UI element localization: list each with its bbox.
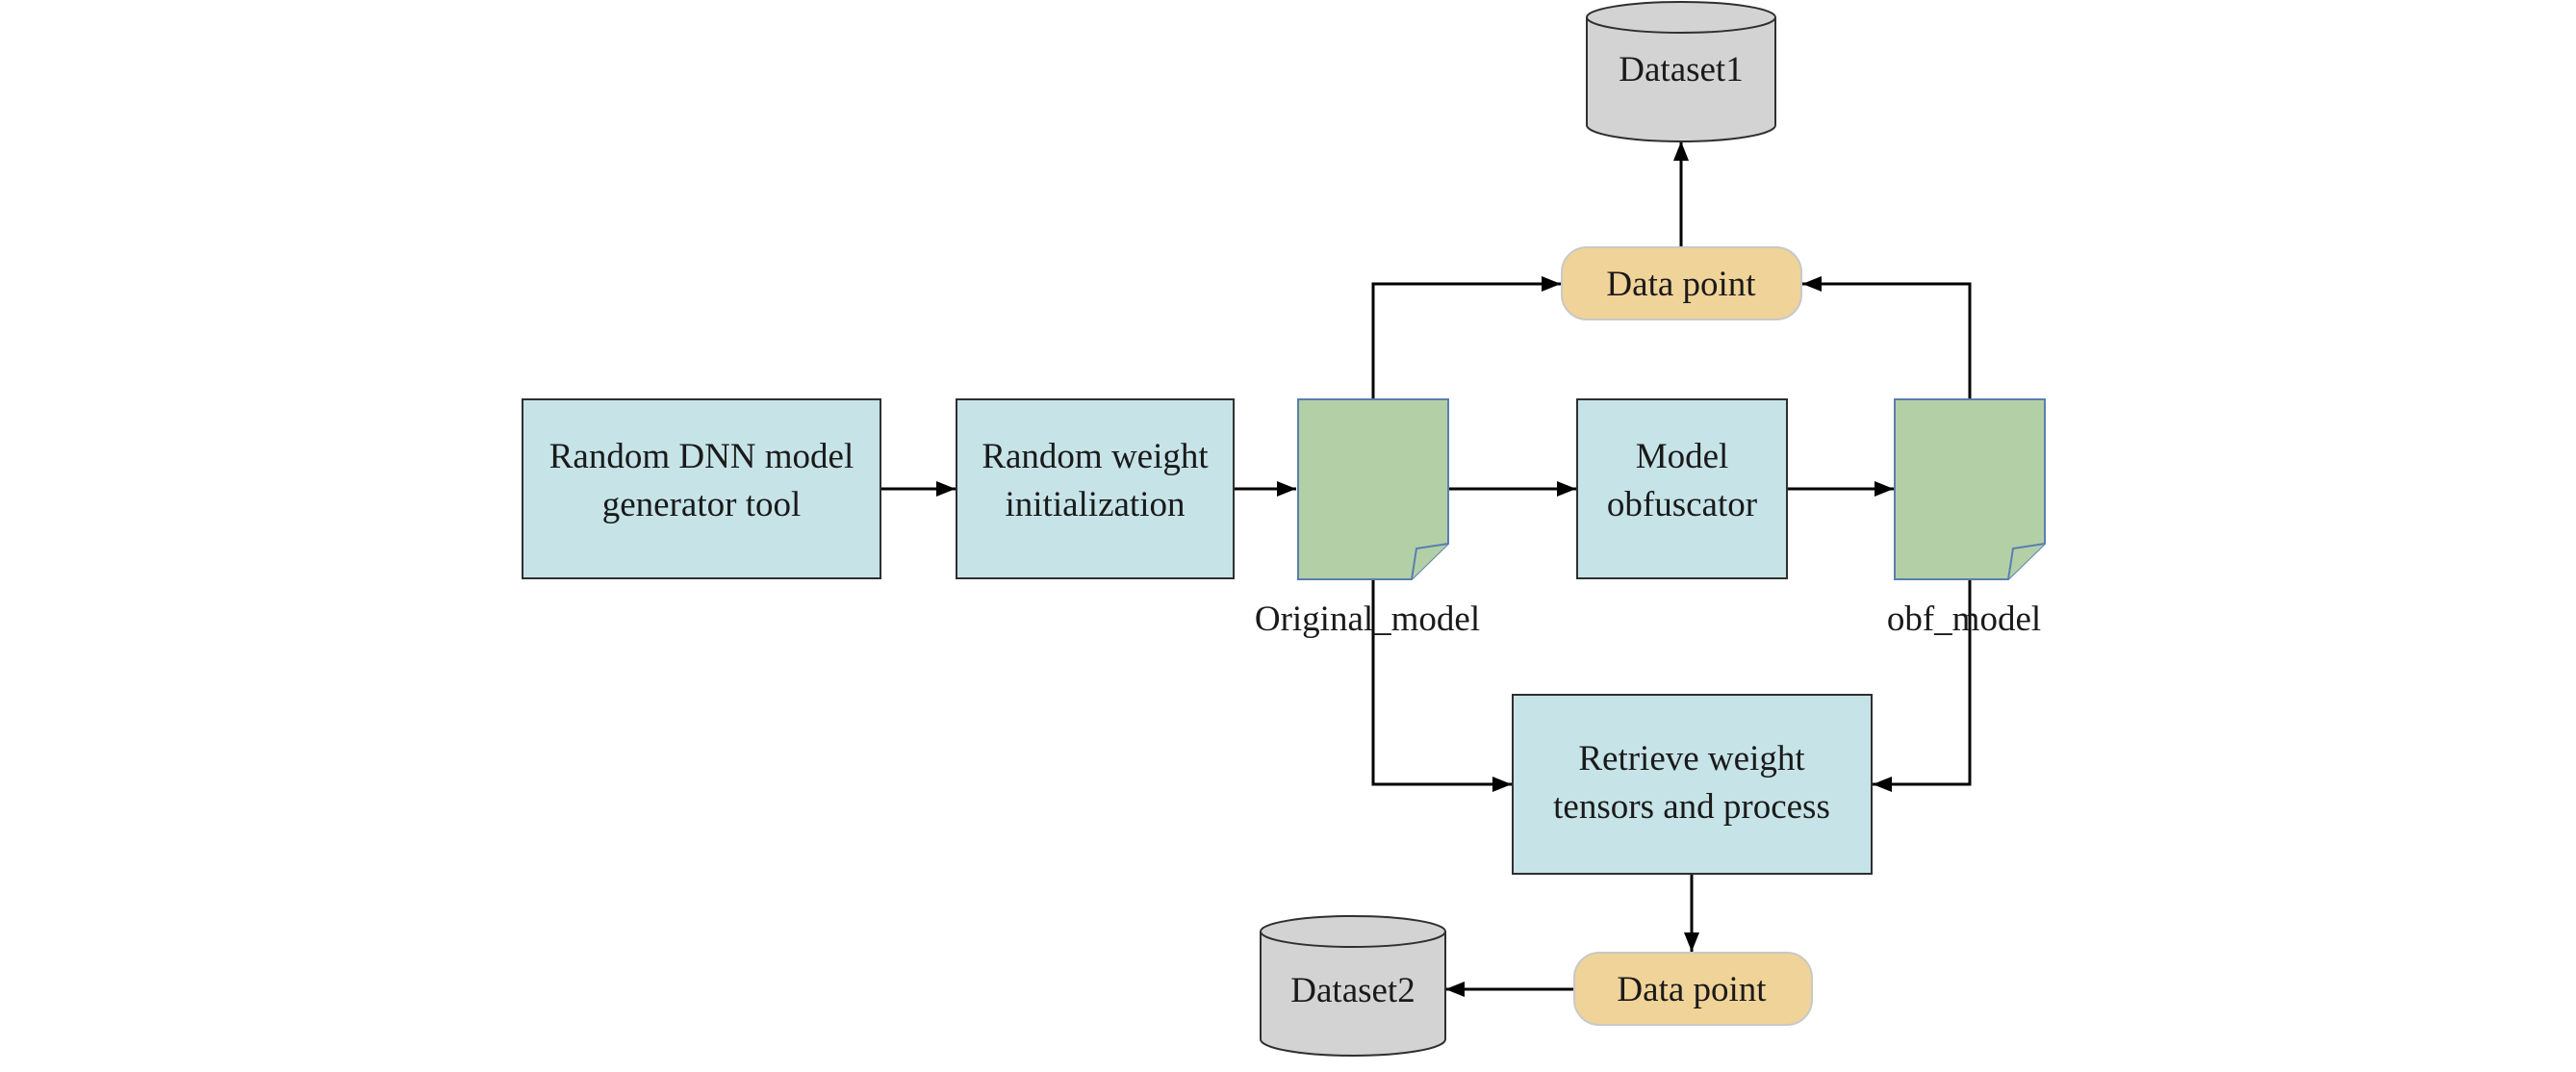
dataset2-database-icon [1260, 932, 1446, 1057]
init-box [956, 398, 1235, 579]
data-point-bottom-node: Data point [1573, 952, 1813, 1026]
generator-node: Random DNN model generator tool [522, 398, 881, 579]
dataset2-label: Dataset2 [1290, 971, 1415, 1010]
dataset2-database-top [1260, 915, 1446, 948]
obf-model-label: obf_model [1887, 600, 2041, 639]
arrow-obf-model-to-data-point-top [1802, 276, 1972, 399]
retrieve-label-line1: Retrieve weight [1578, 739, 1805, 778]
generator-label-line1: Random DNN model [549, 437, 854, 476]
data-point-top-box [1561, 246, 1802, 320]
retrieve-box [1512, 694, 1873, 875]
obfuscator-box [1576, 398, 1788, 579]
arrow-original-model-to-retrieve [1371, 579, 1512, 792]
generator-box [522, 398, 881, 579]
obf-model-fold [2007, 543, 2046, 580]
obfuscator-label-line2: obfuscator [1607, 485, 1757, 524]
data-point-top-node: Data point [1561, 246, 1802, 320]
arrow-obf-model-to-retrieve [1873, 579, 1972, 792]
data-point-bottom-box [1573, 952, 1813, 1026]
dataset1-label: Dataset1 [1619, 50, 1743, 89]
original-model-node: Original_model [1255, 398, 1480, 639]
data-point-top-label: Data point [1606, 265, 1756, 304]
dataset2-node: Dataset2 [1260, 915, 1446, 1057]
obf-model-node: obf_model [1887, 398, 2046, 639]
generator-label-line2: generator tool [602, 485, 802, 524]
init-label-line2: initialization [1005, 485, 1185, 524]
init-node: Random weight initialization [956, 398, 1235, 579]
obfuscator-label-line1: Model [1636, 437, 1729, 476]
original-model-fold [1411, 543, 1449, 580]
original-model-label: Original_model [1255, 600, 1480, 639]
dataset1-node: Dataset1 [1586, 1, 1776, 142]
init-label-line1: Random weight [982, 437, 1209, 476]
connectors [880, 141, 1972, 997]
data-point-bottom-label: Data point [1617, 970, 1767, 1009]
obfuscator-node: Model obfuscator [1576, 398, 1788, 579]
arrow-original-model-to-data-point-top [1371, 276, 1561, 399]
retrieve-node: Retrieve weight tensors and process [1512, 694, 1873, 875]
retrieve-label-line2: tensors and process [1553, 787, 1830, 827]
dataset1-database-icon [1586, 17, 1776, 142]
dataset1-database-top [1586, 1, 1776, 34]
